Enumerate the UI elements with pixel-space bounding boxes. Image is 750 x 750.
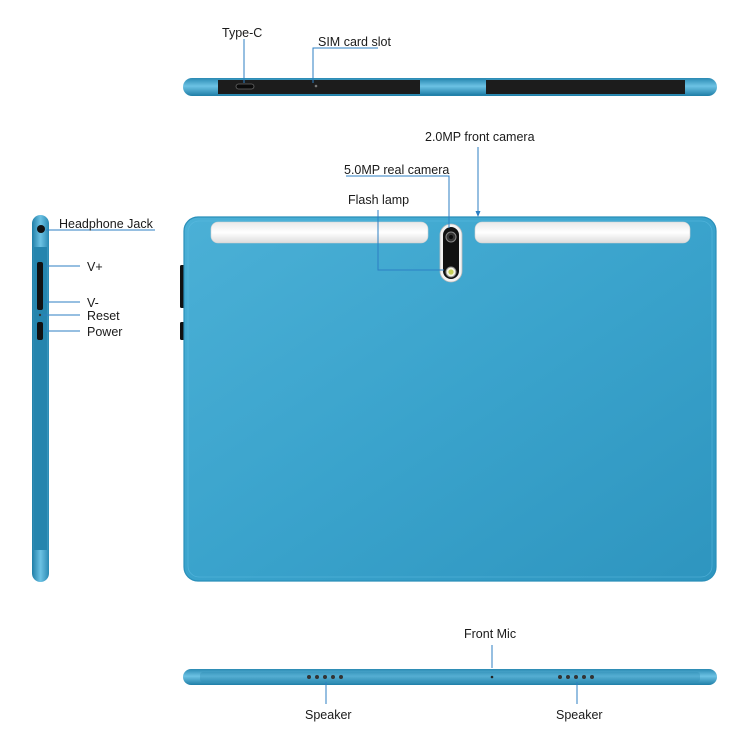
reset-label: Reset: [87, 309, 120, 323]
speaker-left-label: Speaker: [305, 708, 352, 722]
volume-rocker: [37, 262, 43, 310]
type-c-label: Type-C: [222, 26, 263, 40]
volume-down-label: V-: [87, 296, 99, 310]
type-c-port: [235, 83, 255, 90]
side-edge-view: [32, 215, 155, 582]
bottom-edge-view: [183, 645, 717, 704]
power-key: [37, 322, 43, 340]
sim-slot: [314, 84, 318, 88]
front-mic-label: Front Mic: [464, 627, 517, 641]
headphone-jack-label: Headphone Jack: [59, 217, 153, 231]
speaker-grille-right: [558, 675, 594, 679]
front-mic-hole: [490, 675, 494, 679]
top-edge-view: [183, 39, 717, 96]
speaker-grille-left: [307, 675, 343, 679]
volume-up-label: V+: [87, 260, 103, 274]
sim-card-slot-label: SIM card slot: [318, 35, 391, 49]
back-view: [180, 147, 717, 582]
antenna-strip-left: [210, 221, 429, 244]
antenna-strip-right: [474, 221, 691, 244]
speaker-right-label: Speaker: [556, 708, 603, 722]
headphone-jack-hole: [37, 225, 45, 233]
reset-hole: [38, 313, 42, 317]
flash-lamp-label: Flash lamp: [348, 193, 410, 207]
rear-camera-label: 5.0MP real camera: [344, 163, 450, 177]
power-label: Power: [87, 325, 123, 339]
front-camera-label: 2.0MP front camera: [425, 130, 535, 144]
tablet-back-body: [183, 216, 717, 582]
sim-callout: [312, 47, 378, 83]
